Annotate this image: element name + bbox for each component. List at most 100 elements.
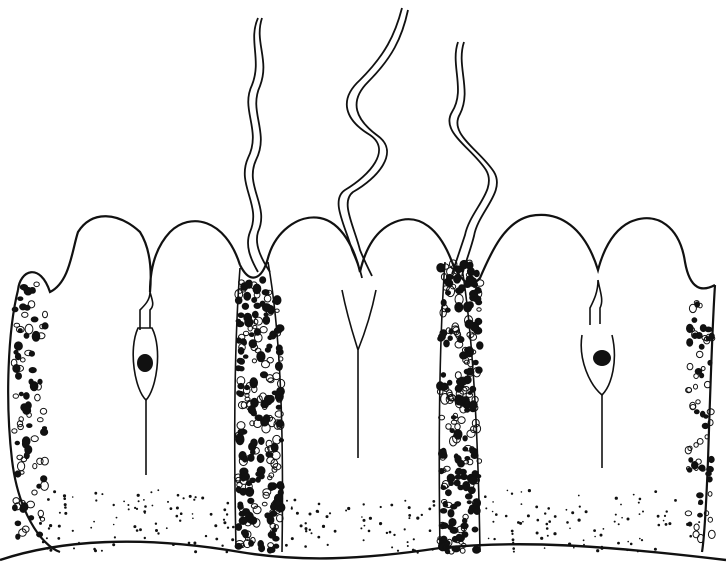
stipple-dot — [544, 547, 546, 549]
granule-dot — [40, 408, 46, 414]
granule-dot — [31, 317, 38, 322]
stipple-dot — [521, 491, 523, 493]
stipple-dot — [166, 527, 168, 529]
granule-dot — [460, 352, 468, 359]
stipple-dot — [63, 494, 66, 497]
stipple-dot — [360, 527, 362, 529]
stipple-dot — [495, 513, 498, 516]
stipple-dot — [633, 494, 635, 496]
stipple-dot — [221, 545, 223, 547]
stipple-dot — [544, 512, 546, 514]
granule-dot — [470, 401, 477, 409]
stipple-dot — [666, 510, 668, 512]
granule-dot — [252, 298, 257, 303]
granule-dot — [18, 329, 22, 333]
stipple-dot — [183, 497, 185, 499]
stipple-dot — [128, 508, 130, 510]
stipple-dot — [433, 504, 436, 507]
stipple-dot — [226, 551, 229, 554]
stipple-dot — [517, 521, 520, 524]
stipple-dot — [326, 515, 329, 518]
stipple-dot — [654, 490, 657, 493]
stipple-dot — [112, 543, 115, 546]
granule-dot — [477, 342, 483, 350]
stipple-dot — [152, 505, 154, 507]
granule-dot — [275, 362, 282, 370]
granule-dot — [451, 504, 457, 509]
stipple-dot — [57, 537, 60, 540]
granule-dot — [465, 457, 470, 461]
stipple-dot — [698, 502, 701, 505]
granule-dot — [454, 275, 461, 283]
granule-dot — [708, 492, 712, 497]
flagellum-middle — [339, 8, 408, 278]
granule-dot — [444, 279, 450, 285]
granule-dot — [38, 418, 44, 422]
granule-dot — [446, 490, 452, 496]
granule-dot — [441, 300, 446, 306]
stipple-dot — [404, 500, 406, 502]
granule-dot — [268, 336, 272, 340]
stipple-dot — [155, 523, 157, 525]
stipple-dot — [639, 513, 641, 515]
stipple-dot — [177, 494, 180, 497]
granule-dot — [473, 360, 478, 365]
stipple-dot — [322, 525, 325, 528]
stipple-dot — [304, 545, 307, 548]
stipple-dot — [417, 552, 419, 554]
stipple-dot — [192, 518, 194, 520]
granule-dot — [474, 270, 479, 277]
granule-dot — [262, 502, 267, 506]
granule-dot — [254, 303, 261, 308]
granule-dot — [440, 509, 446, 514]
stipple-dot — [583, 544, 585, 546]
stipple-dot — [144, 505, 147, 508]
stipple-dot — [48, 527, 50, 529]
stipple-dot — [484, 495, 487, 498]
stipple-dot — [583, 539, 585, 541]
granule-dot — [265, 447, 269, 452]
stipple-dot — [215, 538, 218, 541]
granule-dot — [267, 395, 275, 402]
stipple-dot — [127, 504, 129, 506]
granule-dot — [279, 439, 283, 442]
granule-dot — [687, 363, 693, 369]
stipple-dot — [664, 515, 666, 517]
stipple-dot — [620, 504, 622, 506]
stipple-dot — [571, 511, 574, 514]
stipple-dot — [113, 524, 115, 526]
granule-dot — [469, 278, 477, 287]
granule-dot — [458, 337, 464, 343]
granule-dot — [14, 342, 22, 350]
stipple-dot — [614, 521, 616, 523]
stipple-dot — [393, 534, 395, 536]
stipple-dot — [176, 515, 179, 518]
stipple-dot — [223, 519, 225, 521]
stipple-dot — [137, 494, 140, 497]
left-nucleus — [137, 354, 153, 372]
granule-dot — [698, 513, 703, 517]
stipple-dot — [47, 498, 50, 501]
stipple-dot — [363, 503, 365, 505]
granule-dot — [248, 498, 254, 503]
granule-dot — [25, 324, 33, 334]
granule-dot — [270, 548, 275, 553]
granule-dot — [19, 392, 23, 396]
stipple-dot — [488, 538, 490, 540]
stipple-dot — [566, 521, 569, 524]
granule-dot — [465, 494, 472, 499]
stipple-dot — [192, 513, 194, 515]
granule-dot — [42, 427, 46, 430]
stipple-dot — [329, 512, 331, 514]
stipple-dot — [404, 528, 406, 530]
stipple-dot — [642, 511, 644, 513]
granule-dot — [42, 323, 48, 329]
granule-dot — [251, 450, 256, 455]
stipple-dot — [535, 506, 538, 509]
granule-dot — [263, 304, 271, 312]
granule-dot — [477, 290, 481, 293]
granule-dot — [260, 372, 267, 378]
granule-dot — [244, 292, 251, 300]
stipple-dot — [578, 495, 580, 497]
stipple-dot — [49, 549, 52, 552]
